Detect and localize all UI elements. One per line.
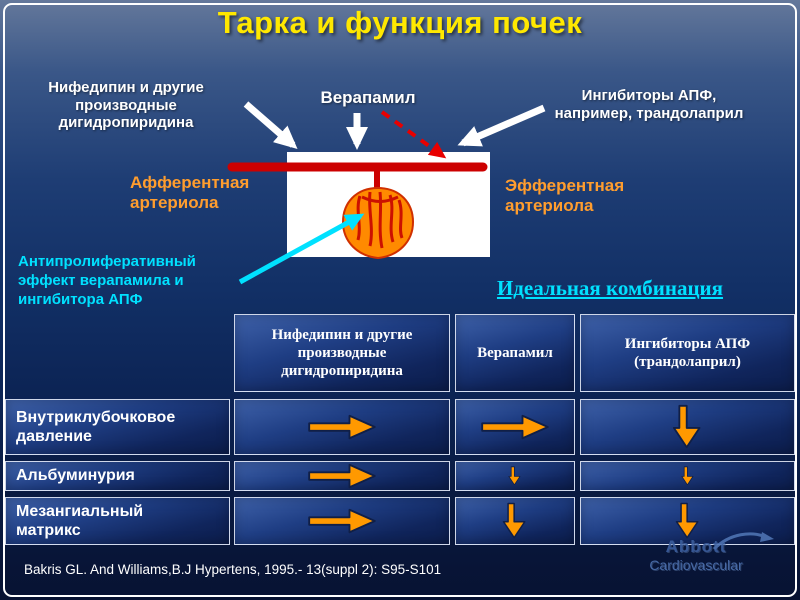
table-cell — [455, 461, 575, 491]
label-efferent-arteriole: Эфферентная артериола — [505, 176, 625, 215]
table-col-header-ace: Ингибиторы АПФ (трандолаприл) — [580, 314, 795, 392]
table-cell — [580, 497, 795, 545]
effect-arrow-down-icon — [508, 466, 521, 486]
label-nifedipine: Нифедипин и другие производные дигидропи… — [48, 79, 204, 132]
logo-swoosh-icon — [712, 532, 774, 551]
abbott-logo: Abbott Cardiovascular — [610, 532, 782, 573]
effect-arrow-right-icon — [308, 463, 376, 489]
glomerulus — [341, 186, 415, 260]
table-row-header-pressure: Внутриклубочковое давление — [5, 399, 230, 455]
table-col-header-verapamil: Верапамил — [455, 314, 575, 392]
table-cell — [234, 461, 450, 491]
capillary — [388, 194, 395, 243]
effect-arrow-down-icon — [681, 466, 694, 486]
table-row-header-albuminuria: Альбуминурия — [5, 461, 230, 491]
table-cell — [455, 497, 575, 545]
capillary — [378, 191, 384, 249]
effect-arrow-down-icon — [502, 502, 526, 539]
table-row-header-mesangial: Мезангиальный матрикс — [5, 497, 230, 545]
red-dashed-arrow — [380, 110, 447, 159]
slide-title: Тарка и функция почек — [217, 5, 583, 40]
ideal-combination-heading: Идеальная комбинация — [496, 276, 724, 300]
table-cell — [234, 399, 450, 455]
effect-arrow-down-icon — [675, 502, 699, 539]
effect-arrow-right-icon — [481, 414, 549, 440]
logo-line1: Abbott — [665, 537, 727, 556]
table-col-header-nifedipine: Нифедипин и другие производные дигидропи… — [234, 314, 450, 392]
table-cell — [234, 497, 450, 545]
capillary — [361, 195, 399, 203]
effect-arrow-down-icon — [672, 404, 701, 449]
capillary — [397, 199, 404, 239]
table-cell — [580, 399, 795, 455]
label-verapamil: Верапамил — [320, 88, 416, 107]
citation: Bakris GL. And Williams,B.J Hypertens, 1… — [24, 562, 442, 577]
logo-line2: Cardiovascular — [649, 557, 743, 573]
table-cell — [455, 399, 575, 455]
label-afferent-arteriole: Афферентная артериола — [130, 173, 250, 212]
effect-arrow-right-icon — [308, 508, 376, 534]
cyan-arrow — [238, 213, 365, 285]
table-cell — [580, 461, 795, 491]
capillary — [368, 191, 373, 247]
label-antiproliferative: Антипролиферативный эффект верапамила и … — [18, 253, 196, 308]
capillary — [356, 195, 362, 241]
effect-arrow-right-icon — [308, 414, 376, 440]
diagram-panel — [287, 152, 490, 257]
white-arrow-nifedipine — [243, 101, 298, 149]
label-ace-inhibitors: Ингибиторы АПФ, например, трандолаприл — [554, 87, 744, 122]
